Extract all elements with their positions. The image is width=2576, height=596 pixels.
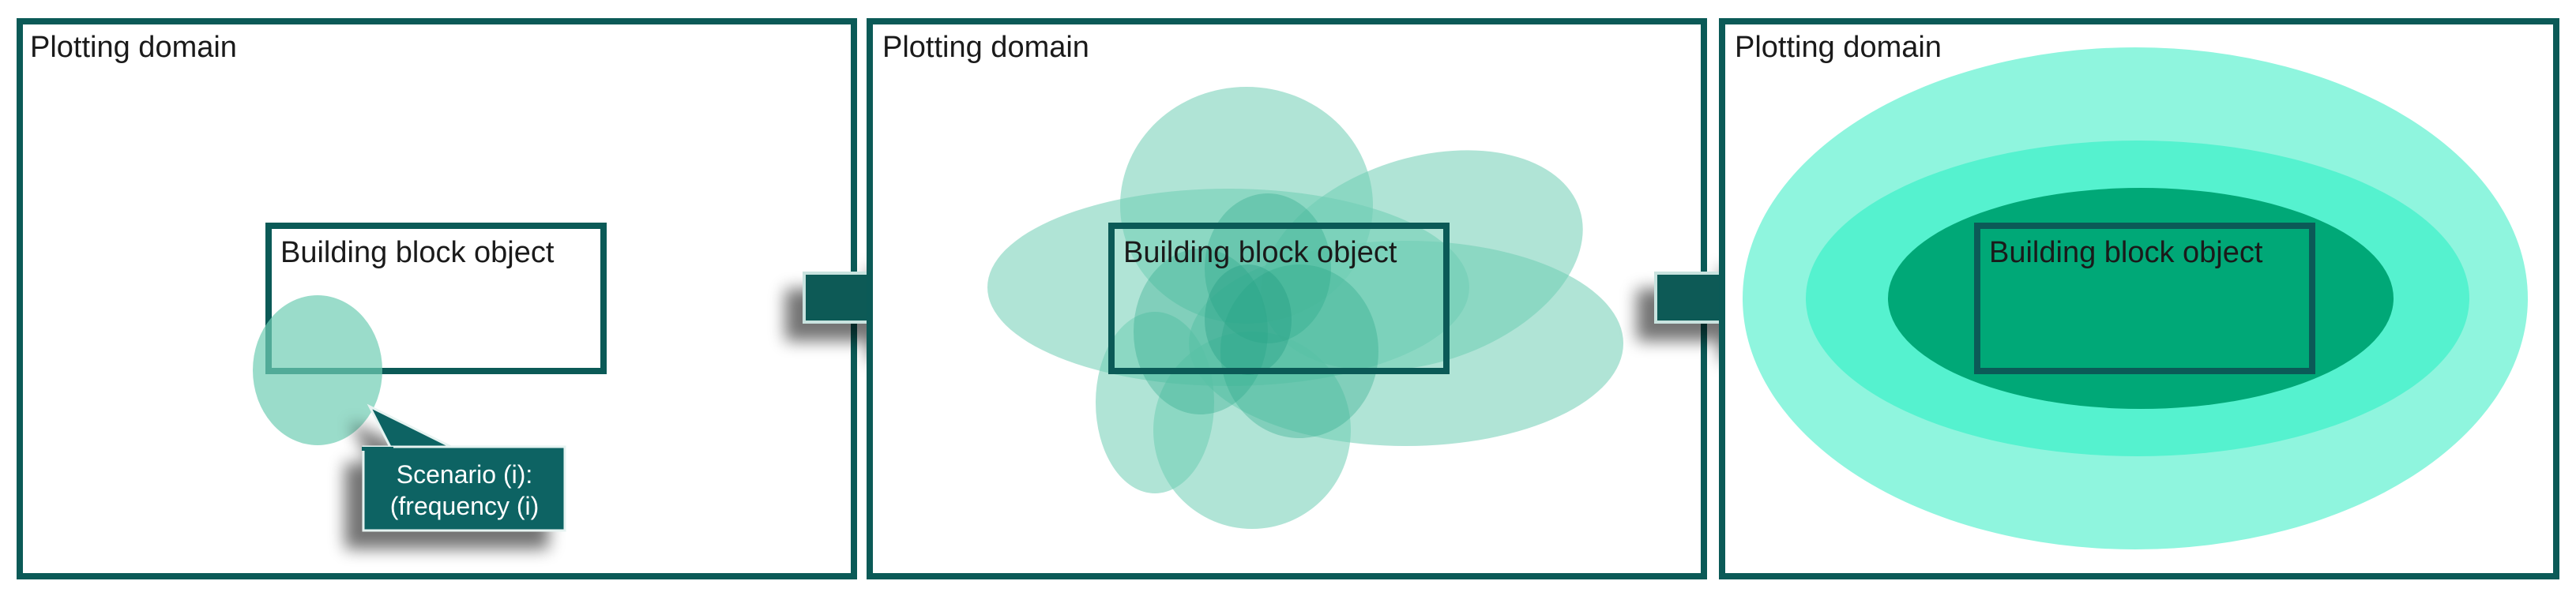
scenario-ellipse [253, 295, 382, 445]
scenario-ellipse [1220, 264, 1378, 438]
scenario-ellipse-cluster [987, 87, 1623, 529]
risk-zone-inner [1888, 188, 2394, 409]
panel-3: Plotting domain Building block object [1719, 18, 2559, 579]
scenario-ellipse [1096, 312, 1214, 493]
building-block-frame [1974, 223, 2315, 374]
scenario-ellipse [1205, 264, 1292, 375]
callout-line-2: (frequency (i) [390, 492, 540, 520]
callout-box [362, 445, 566, 532]
building-block-label: Building block object [1123, 236, 1397, 269]
panel-title: Plotting domain [30, 31, 237, 64]
panel-title: Plotting domain [882, 31, 1089, 64]
scenario-callout [362, 403, 566, 532]
building-block-frame [265, 223, 607, 374]
panel-2: Plotting domain Building block object [867, 18, 1707, 579]
scenario-ellipse [1205, 193, 1331, 343]
callout-line-1: Scenario (i): [397, 460, 533, 489]
panel-title: Plotting domain [1735, 31, 1942, 64]
building-block-label: Building block object [280, 236, 555, 269]
panel-1: Plotting domain Building block object Sc… [17, 18, 857, 579]
building-block-frame [1108, 223, 1450, 374]
building-block-label: Building block object [1989, 236, 2263, 269]
